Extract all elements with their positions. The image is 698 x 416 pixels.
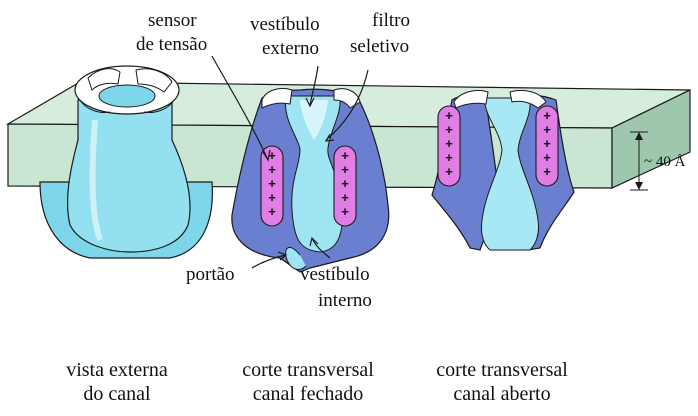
charge-plus-symbol: + [341, 204, 349, 219]
filter-label-line1: filtro [372, 10, 410, 31]
vestibule-internal-label-line2: interno [318, 290, 372, 311]
charge-plus-symbol: + [445, 164, 453, 179]
charge-plus-symbol: + [445, 150, 453, 165]
caption-external-line2: do canal [83, 383, 151, 405]
filter-label-line2: seletivo [350, 36, 409, 57]
charge-plus-symbol: + [268, 162, 276, 177]
gate-label: portão [186, 264, 235, 285]
thickness-label: ~ 40 Å [644, 154, 686, 170]
sensor-label-line1: sensor [148, 10, 197, 31]
charge-plus-symbol: + [543, 108, 551, 123]
charge-plus-symbol: + [341, 162, 349, 177]
vestibule-internal-label-line1: vestíbulo [300, 264, 370, 285]
charge-plus-symbol: + [543, 136, 551, 151]
vestibule-external-label-line1: vestíbulo [250, 14, 320, 35]
captions: vista externa do canal corte transversal… [66, 359, 568, 405]
caption-open-line1: corte transversal [436, 359, 568, 381]
channel-open-section: ++++++++++ [432, 90, 574, 250]
charge-plus-symbol: + [543, 164, 551, 179]
caption-closed-line1: corte transversal [242, 359, 374, 381]
caption-open-line2: canal aberto [453, 383, 550, 405]
vestibule-external-label-line2: externo [262, 38, 319, 59]
charge-plus-symbol: + [543, 122, 551, 137]
caption-external-line1: vista externa [66, 359, 168, 381]
charge-plus-symbol: + [268, 204, 276, 219]
charge-plus-symbol: + [445, 122, 453, 137]
charge-plus-symbol: + [268, 190, 276, 205]
charge-plus-symbol: + [341, 190, 349, 205]
caption-closed-line2: canal fechado [253, 383, 363, 405]
charge-plus-symbol: + [341, 148, 349, 163]
charge-plus-symbol: + [268, 176, 276, 191]
charge-plus-symbol: + [445, 108, 453, 123]
sensor-label-line2: de tensão [136, 34, 207, 55]
charge-plus-symbol: + [341, 176, 349, 191]
charge-plus-symbol: + [445, 136, 453, 151]
charge-plus-symbol: + [543, 150, 551, 165]
